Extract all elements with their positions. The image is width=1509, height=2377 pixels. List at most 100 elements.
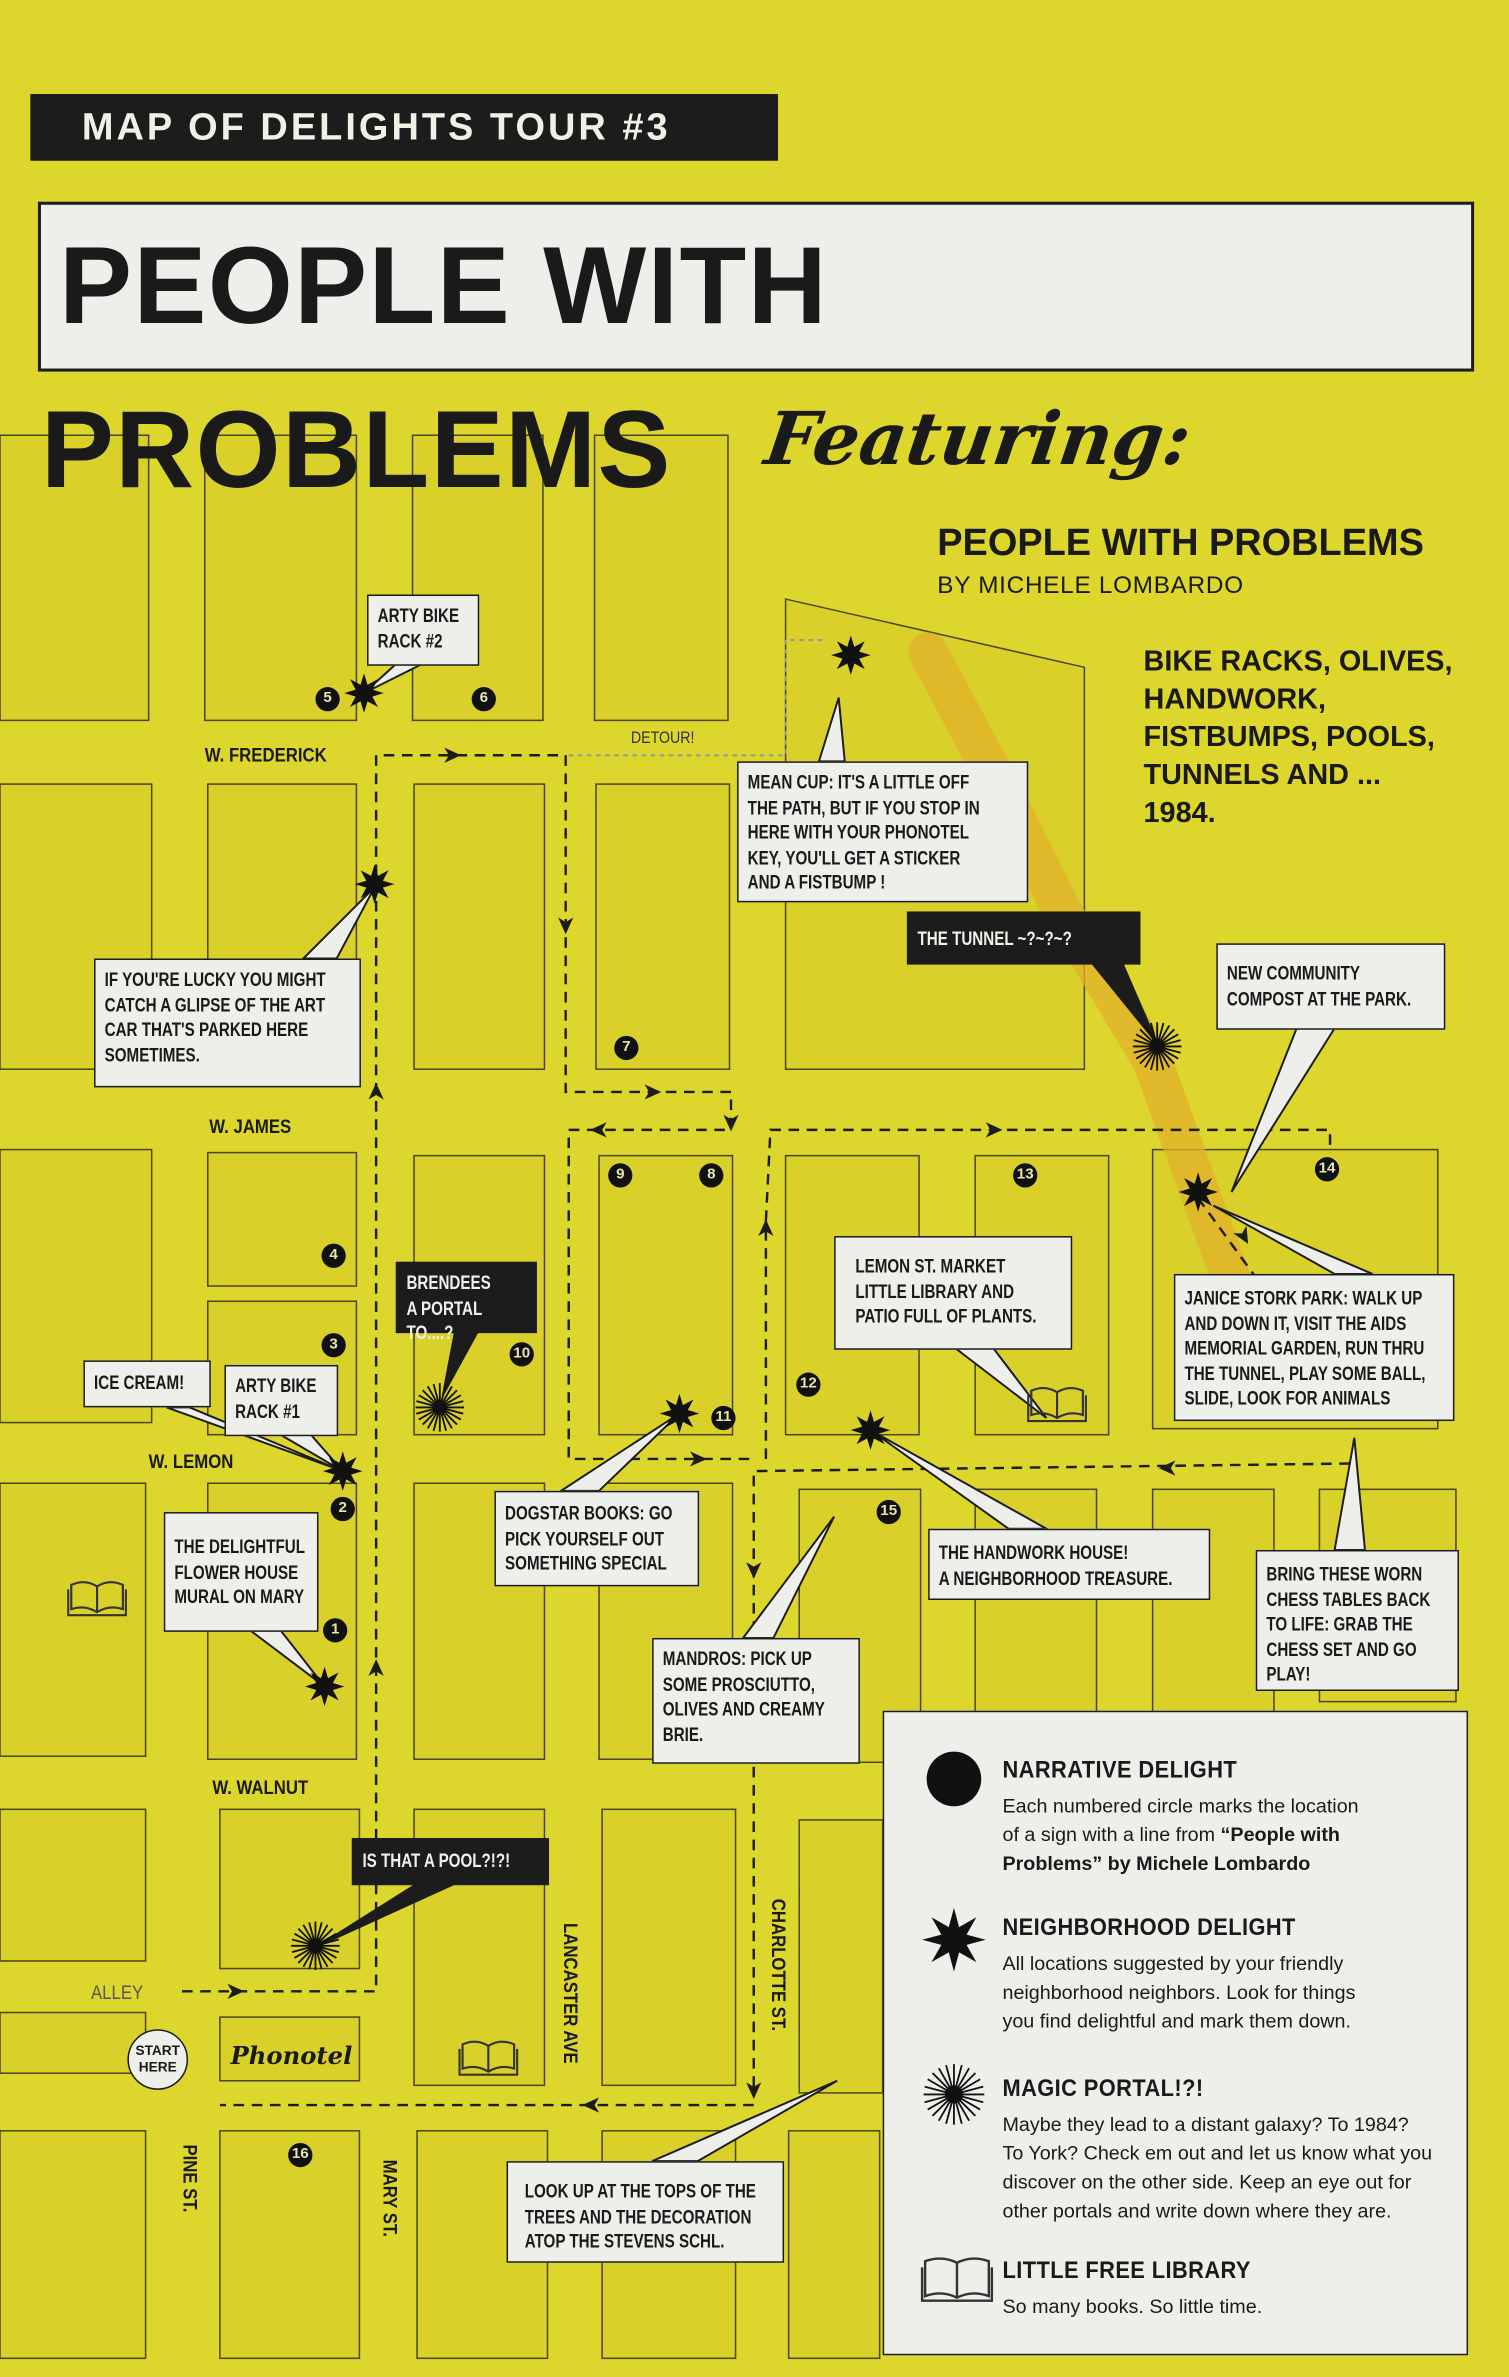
callout-pointer <box>166 1406 344 1473</box>
route-arrow-icon <box>368 1082 384 1100</box>
callout-pointer <box>557 1412 681 1492</box>
portal-center <box>308 1938 323 1954</box>
portal-center <box>1149 1039 1165 1054</box>
street-label-walnut: W. WALNUT <box>212 1775 309 1799</box>
detour-path <box>568 638 827 757</box>
narrative-stop-4: 4 <box>321 1243 346 1268</box>
narrative-stop-3: 3 <box>321 1333 346 1358</box>
legend-narrative-title: NARRATIVE DELIGHT <box>1002 1757 1238 1784</box>
magic-portal-icon <box>1132 1022 1182 1071</box>
callout-bike-rack-2: ARTY BIKE RACK #2 <box>367 594 480 666</box>
route-arrow-icon <box>589 1122 607 1138</box>
phonotel-label: Phonotel <box>230 2041 353 2071</box>
narrative-stop-14: 14 <box>1314 1157 1340 1182</box>
city-block <box>219 1808 361 1970</box>
magic-portal-icon <box>415 1383 465 1432</box>
street-label-lancaster: LANCASTER AVE <box>559 1923 583 2064</box>
page-title: PEOPLE WITH PROBLEMS <box>37 201 1475 511</box>
route-arrow-icon <box>690 1451 707 1467</box>
legend-neighborhood-text: All locations suggested by your friendly… <box>1002 1951 1356 2033</box>
narrative-stop-10: 10 <box>509 1342 534 1367</box>
route-arrow-icon <box>746 1562 762 1579</box>
narrative-stop-8: 8 <box>699 1163 724 1188</box>
callout-handwork-house: THE HANDWORK HOUSE! A NEIGHBORHOOD TREAS… <box>928 1528 1211 1601</box>
tour-route <box>181 638 1350 2113</box>
city-block <box>0 1482 147 1757</box>
route-segment <box>181 754 754 1993</box>
route-arrow-icon <box>558 917 574 935</box>
narrative-stop-15: 15 <box>876 1499 901 1525</box>
portal-center <box>944 2085 964 2104</box>
neighborhood-star-icon <box>344 673 384 713</box>
route-segment <box>752 1462 1350 2093</box>
little-library-book-icon <box>67 1581 127 1617</box>
callout-chess-tables: BRING THESE WORN CHESS TABLES BACK TO LI… <box>1255 1549 1459 1692</box>
featured-author: BY MICHELE LOMBARDO <box>937 573 1244 600</box>
neighborhood-star-icon <box>1178 1172 1218 1212</box>
street-label-james: W. JAMES <box>209 1114 292 1138</box>
city-block <box>0 2011 147 2074</box>
callout-brendees: BRENDEES A PORTAL TO....? <box>395 1261 537 1344</box>
route-arrow-icon <box>1158 1460 1176 1476</box>
callout-compost: NEW COMMUNITY COMPOST AT THE PARK. <box>1216 943 1446 1030</box>
callout-pointer <box>651 2079 838 2163</box>
narrative-stop-1: 1 <box>323 1618 348 1643</box>
highlights-list: BIKE RACKS, OLIVES, HANDWORK, FISTBUMPS,… <box>1143 646 1453 830</box>
legend: NARRATIVE DELIGHT Each numbered circle m… <box>882 1710 1469 2356</box>
narrative-stop-9: 9 <box>608 1163 633 1188</box>
callout-pointers <box>166 661 1373 2163</box>
route-arrow-icon <box>368 1659 384 1676</box>
legend-neighborhood-title: NEIGHBORHOOD DELIGHT <box>1002 1915 1296 1942</box>
callout-janice-stork-park: JANICE STORK PARK: WALK UP AND DOWN IT, … <box>1173 1273 1455 1422</box>
street-label-frederick: W. FREDERICK <box>204 743 327 766</box>
legend-narrative-text: Each numbered circle marks the location … <box>1002 1794 1359 1875</box>
neighborhood-star-icon <box>323 1451 363 1491</box>
callout-look-up: LOOK UP AT THE TOPS OF THE TREES AND THE… <box>506 2161 785 2263</box>
route-arrow-icon <box>444 747 462 763</box>
narrative-stop-11: 11 <box>711 1405 736 1431</box>
callout-lemon-market: LEMON ST. MARKET LITTLE LIBRARY AND PATI… <box>834 1236 1073 1350</box>
callout-pool: IS THAT A POOL?!?! <box>351 1838 550 1886</box>
tour-label: MAP OF DELIGHTS TOUR #3 <box>30 94 779 161</box>
city-block <box>0 1808 147 1962</box>
legend-portal-title: MAGIC PORTAL!?! <box>1002 2076 1204 2103</box>
route-arrow-icon <box>1233 1225 1249 1244</box>
city-block <box>595 783 731 1070</box>
route-arrow-icon <box>746 2082 762 2099</box>
neighborhood-star-icon <box>659 1393 700 1434</box>
map-markers <box>67 635 1218 2076</box>
callout-mean-cup: MEAN CUP: IT'S A LITTLE OFF THE PATH, BU… <box>737 761 1029 903</box>
narrative-circle-icon <box>926 1751 982 1807</box>
callout-ice-cream: ICE CREAM! <box>83 1360 211 1408</box>
library-book-icon <box>920 2257 994 2302</box>
detour-label: DETOUR! <box>630 729 695 748</box>
city-block <box>203 434 358 722</box>
narrative-stop-2: 2 <box>330 1496 355 1522</box>
narrative-stop-5: 5 <box>315 687 340 712</box>
route-segment <box>764 1128 1332 1221</box>
callout-tunnel: THE TUNNEL ~?~?~? <box>906 911 1141 965</box>
city-block <box>219 2130 361 2360</box>
magic-portal-icon <box>291 1921 340 1971</box>
callout-art-car: IF YOU'RE LUCKY YOU MIGHT CATCH A GLIPSE… <box>94 958 361 1088</box>
city-block <box>598 1154 734 1436</box>
city-block <box>593 434 729 722</box>
street-label-pine: PINE ST. <box>178 2144 202 2213</box>
narrative-stop-12: 12 <box>796 1372 821 1397</box>
city-block <box>219 2016 361 2082</box>
city-block <box>0 2130 147 2360</box>
neighborhood-star-icon <box>354 864 395 904</box>
narrative-stop-6: 6 <box>471 687 496 712</box>
narrative-stop-7: 7 <box>614 1035 639 1061</box>
narrative-stop-16: 16 <box>288 2142 313 2168</box>
little-library-book-icon <box>458 2040 519 2076</box>
street-label-mary: MARY ST. <box>379 2159 402 2237</box>
featuring-heading: Featuring: <box>759 397 1197 483</box>
route-arrow-icon <box>644 1084 662 1100</box>
legend-library-title: LITTLE FREE LIBRARY <box>1002 2258 1251 2284</box>
route-arrow-icon <box>985 1122 1003 1138</box>
route-arrow-icon <box>758 1219 774 1237</box>
neighborhood-star-icon <box>304 1666 345 1707</box>
city-block <box>413 783 546 1070</box>
neighborhood-star-icon <box>922 1907 986 1972</box>
